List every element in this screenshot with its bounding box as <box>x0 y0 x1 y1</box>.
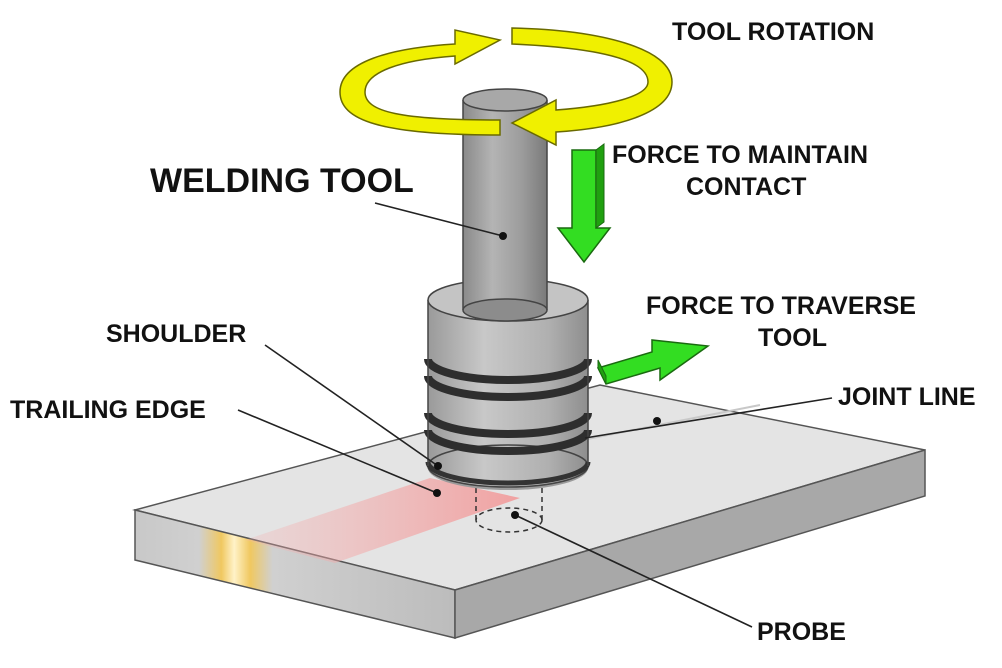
down-force-arrow <box>556 143 612 264</box>
label-force-contact-line2: CONTACT <box>686 173 806 201</box>
label-welding-tool: WELDING TOOL <box>150 162 414 200</box>
label-force-traverse-line1: FORCE TO TRAVERSE <box>646 292 916 320</box>
probe <box>475 488 543 533</box>
label-joint-line: JOINT LINE <box>838 383 976 411</box>
label-probe: PROBE <box>757 618 846 646</box>
plate-side-face <box>454 448 926 640</box>
traverse-force-arrow <box>596 339 711 385</box>
label-shoulder: SHOULDER <box>106 320 246 348</box>
label-trailing-edge: TRAILING EDGE <box>10 396 206 424</box>
tool-rotation-arrow <box>339 27 673 147</box>
label-force-contact-line1: FORCE TO MAINTAIN <box>612 141 868 169</box>
label-force-traverse-line2: TOOL <box>758 324 827 352</box>
tool-shoulder <box>424 278 592 490</box>
trailing-heat-zone <box>245 478 520 563</box>
leader-lines <box>237 202 833 628</box>
label-tool-rotation: TOOL ROTATION <box>672 18 874 46</box>
